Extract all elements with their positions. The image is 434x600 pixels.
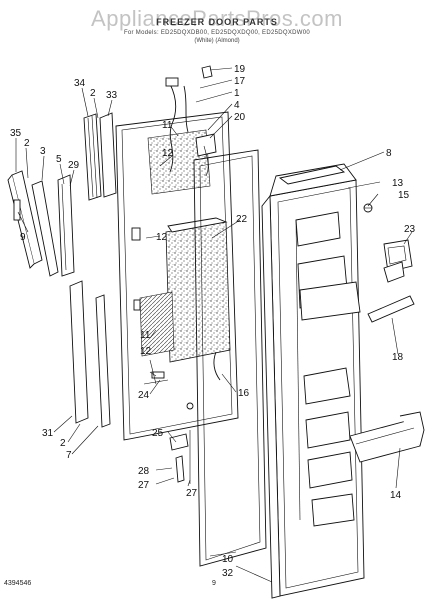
door-cap: [278, 165, 346, 185]
callout-17: 17: [234, 76, 246, 87]
callout-11: 11: [140, 330, 151, 341]
door-gasket: [193, 149, 267, 567]
callout-16: 16: [238, 388, 250, 399]
callout-1: 1: [234, 88, 240, 99]
callout-labels: 34 2 33 35 2 3 5 29 9 19 17 1 4 20 11 12…: [10, 64, 416, 579]
callout-25: 25: [152, 428, 164, 439]
handle-trim-top: [83, 113, 102, 201]
callout-2: 2: [24, 138, 30, 149]
callout-7: 7: [66, 450, 72, 461]
callout-18: 18: [392, 352, 404, 363]
callout-22: 22: [236, 214, 248, 225]
watermark: AppliancePartsPros.com: [91, 6, 343, 31]
callout-29: 29: [68, 160, 80, 171]
callout-9: 9: [20, 232, 26, 243]
lower-bracket: [169, 430, 191, 484]
callout-24: 24: [138, 390, 150, 401]
callout-28: 28: [138, 466, 150, 477]
top-screw: [201, 65, 213, 79]
callout-13: 13: [392, 178, 404, 189]
outer-door: [261, 163, 365, 599]
callout-31: 31: [42, 428, 54, 439]
leader-lines: [15, 67, 413, 583]
door-hinge-part: [195, 133, 217, 177]
callout-4: 4: [234, 100, 240, 111]
callout-33: 33: [106, 90, 118, 101]
callout-27: 27: [138, 480, 150, 491]
handle-bracket-left: [7, 170, 43, 269]
callout-2: 2: [60, 438, 66, 449]
document-number: 4394546: [4, 580, 32, 587]
callout-3: 3: [40, 146, 46, 157]
door-trim-top: [99, 112, 117, 198]
door-bin: [349, 411, 425, 463]
callout-12: 12: [140, 346, 152, 357]
callout-14: 14: [390, 490, 402, 501]
callout-19: 19: [234, 64, 246, 75]
door-trim-bottom: [69, 280, 89, 424]
callout-11: 11: [162, 120, 173, 131]
callout-8: 8: [386, 148, 392, 159]
diagram-title: FREEZER DOOR PARTS: [156, 17, 278, 27]
color-notes: (White) (Almond): [194, 38, 240, 44]
callout-27: 27: [186, 488, 198, 499]
callout-32: 32: [222, 568, 234, 579]
callout-35: 35: [10, 128, 22, 139]
handle-trim-bottom: [95, 294, 111, 428]
callout-5: 5: [56, 154, 62, 165]
handle-bracket-mid: [31, 180, 59, 277]
door-liner: [115, 77, 239, 441]
callout-10: 10: [222, 554, 234, 565]
callout-12: 12: [162, 148, 174, 159]
shelf-bar: [367, 295, 415, 323]
callout-20: 20: [234, 112, 246, 123]
hinge-screw: [363, 203, 373, 213]
callout-15: 15: [398, 190, 410, 201]
ice-chute: [383, 239, 413, 283]
callout-23: 23: [404, 224, 416, 235]
callout-12: 12: [156, 232, 168, 243]
handle-bracket-right: [57, 174, 75, 277]
model-list: For Models: ED25DQXDB00, ED25DQXDQ00, ED…: [123, 30, 311, 36]
callout-2: 2: [90, 88, 96, 99]
callout-34: 34: [74, 78, 86, 89]
page-number: 9: [212, 580, 216, 587]
